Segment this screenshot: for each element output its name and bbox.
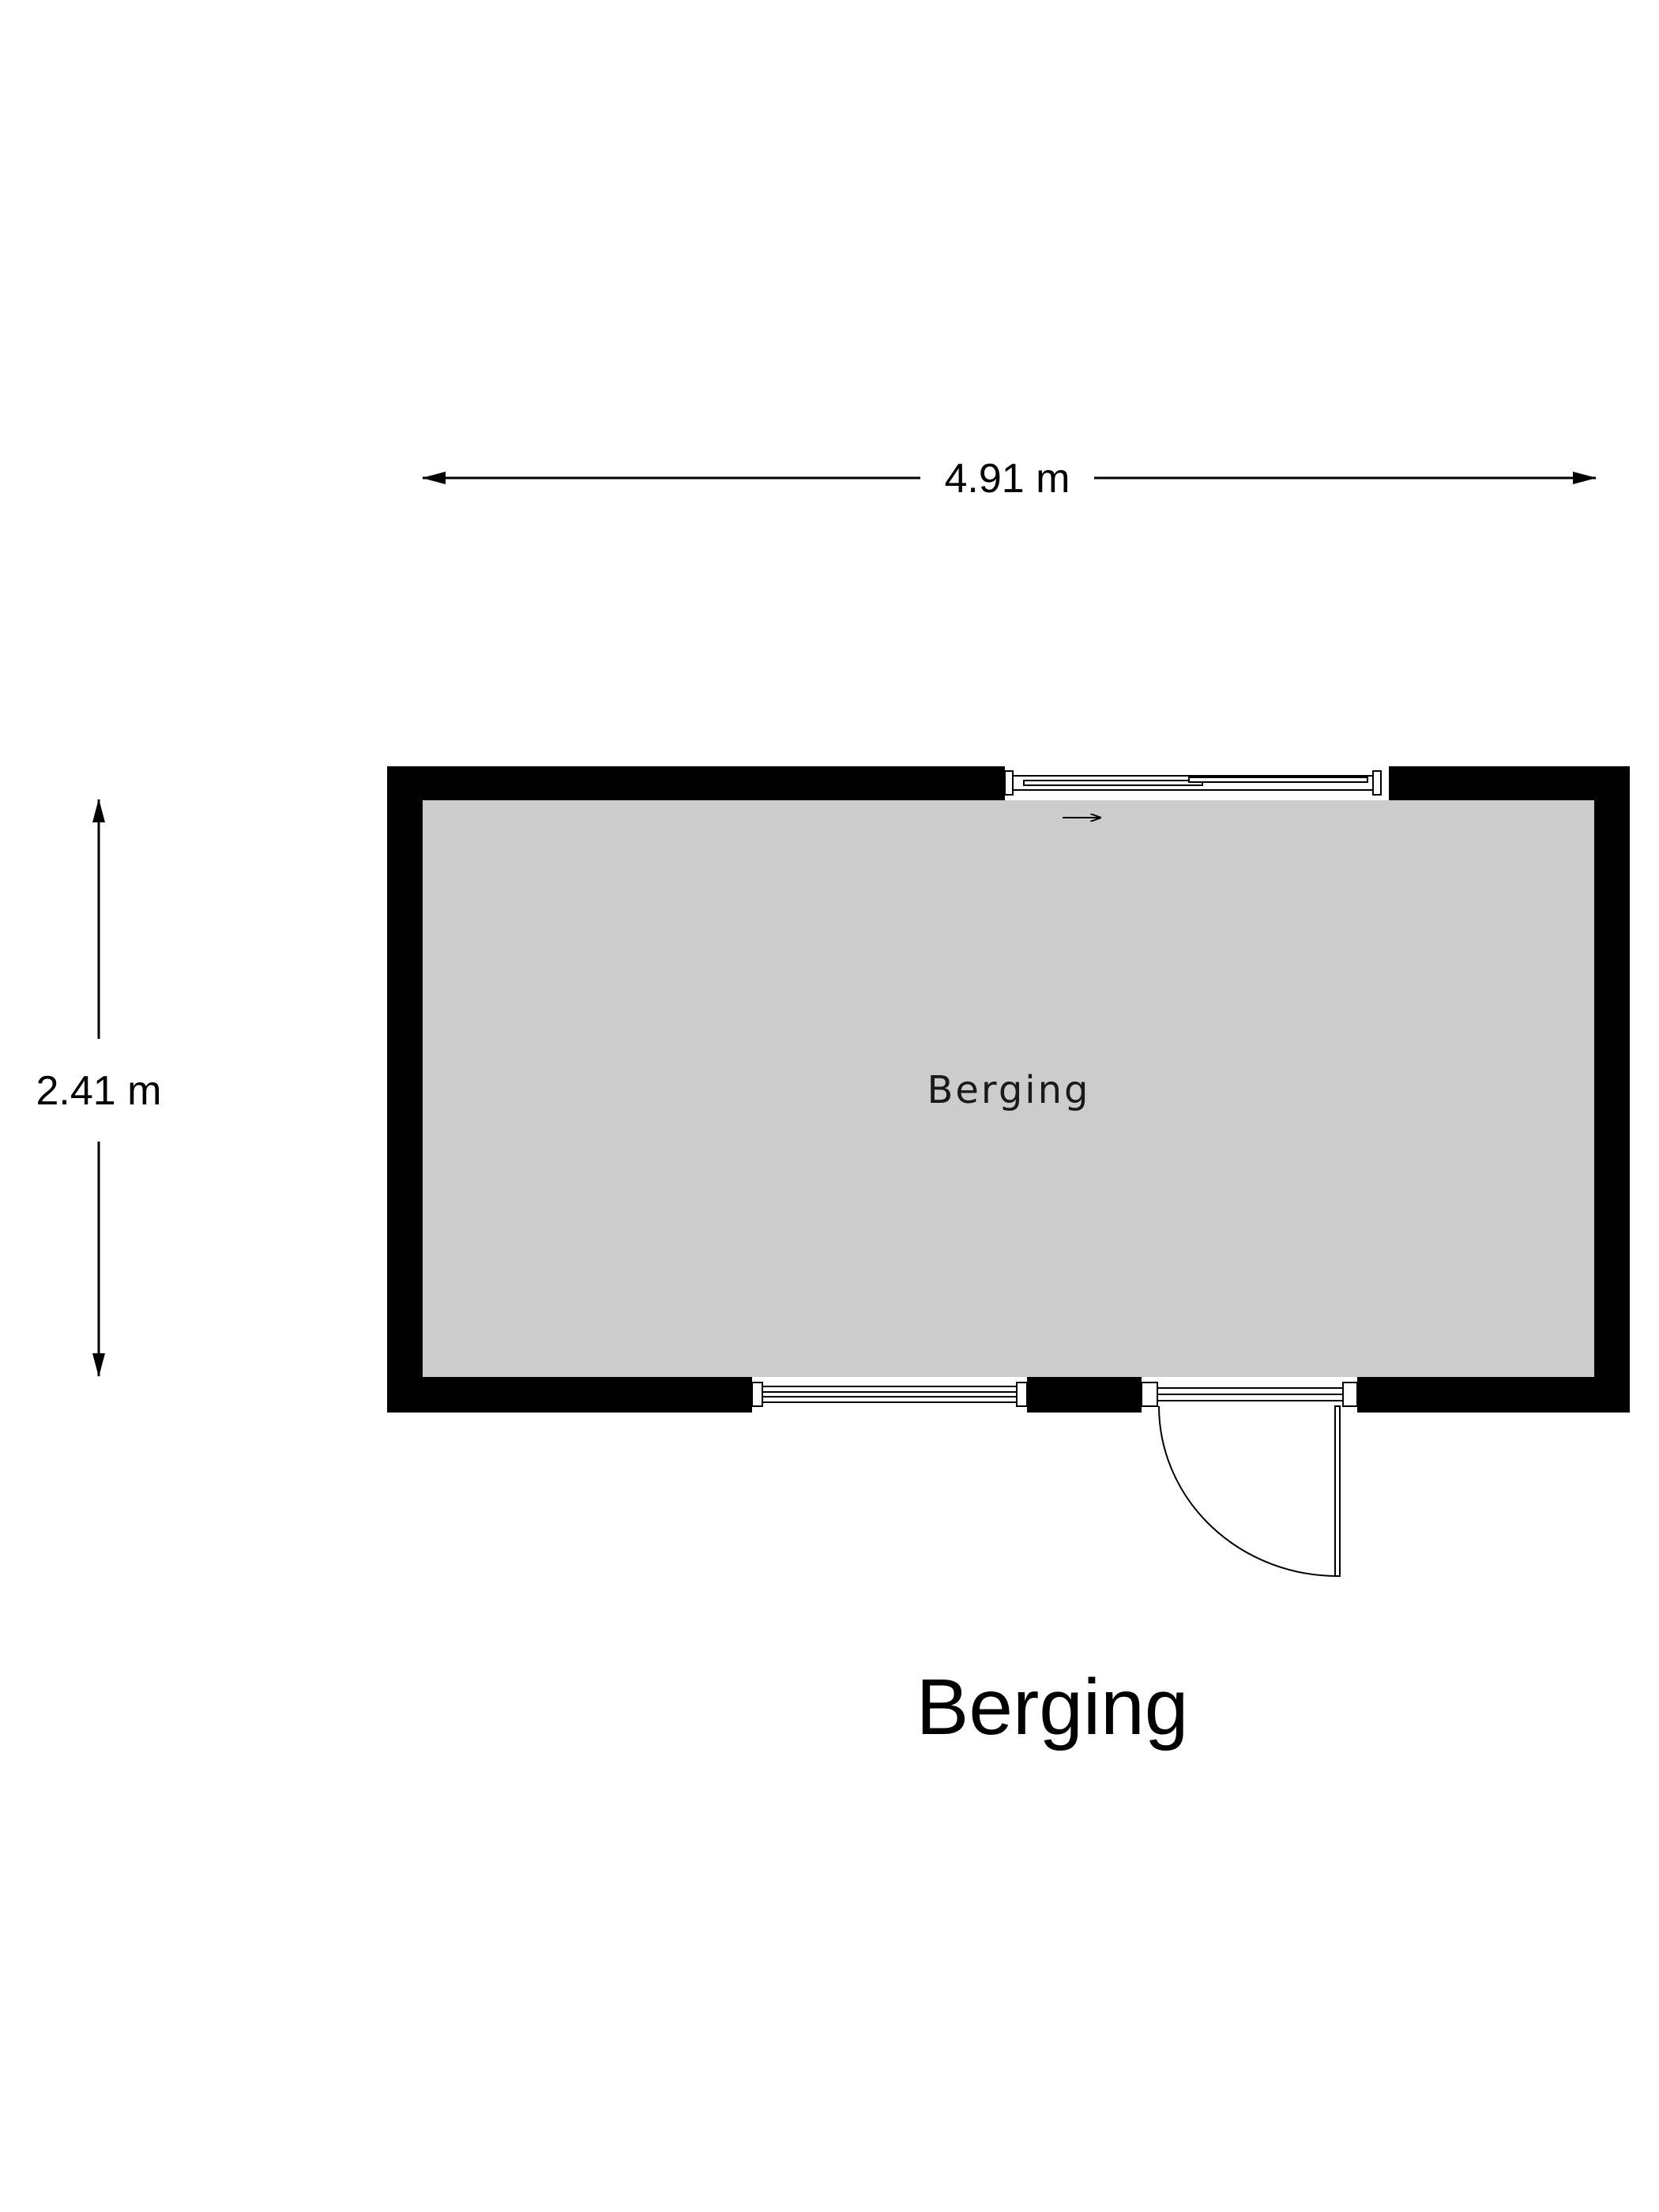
wall-bottom-right: [1357, 1377, 1630, 1413]
wall-left: [387, 766, 423, 1413]
window-frame-right-jamb: [1372, 770, 1382, 796]
wall-top-right: [1389, 766, 1630, 800]
window-frame-left-jamb: [751, 1382, 763, 1407]
door-frame-left-jamb: [1141, 1382, 1158, 1407]
room-floor: [423, 800, 1594, 1377]
wall-bottom-middle: [1027, 1377, 1142, 1413]
window-sash-left: [1023, 780, 1203, 786]
room-label: Berging: [927, 1068, 1090, 1112]
wall-bottom-left: [387, 1377, 752, 1413]
window-bottom: [751, 1382, 1028, 1407]
door-bottom: [1141, 1382, 1358, 1577]
door-swing-arc: [1158, 1405, 1338, 1577]
wall-top-left: [387, 766, 1005, 800]
window-frame-left-jamb: [1004, 770, 1014, 796]
height-dimension: 2.41 m: [36, 799, 162, 1377]
sliding-window-top: [1004, 770, 1382, 818]
height-dimension-label: 2.41 m: [36, 1068, 162, 1114]
plan-title: Berging: [916, 1663, 1189, 1751]
width-dimension: 4.91 m: [422, 456, 1597, 502]
door-frame-right-jamb: [1342, 1382, 1358, 1407]
width-dimension-label: 4.91 m: [945, 456, 1070, 502]
door-leaf: [1334, 1405, 1341, 1577]
window-sash-right: [1188, 777, 1368, 783]
window-frame-right-jamb: [1016, 1382, 1028, 1407]
walls: [387, 766, 1630, 1413]
wall-right: [1594, 766, 1630, 1413]
